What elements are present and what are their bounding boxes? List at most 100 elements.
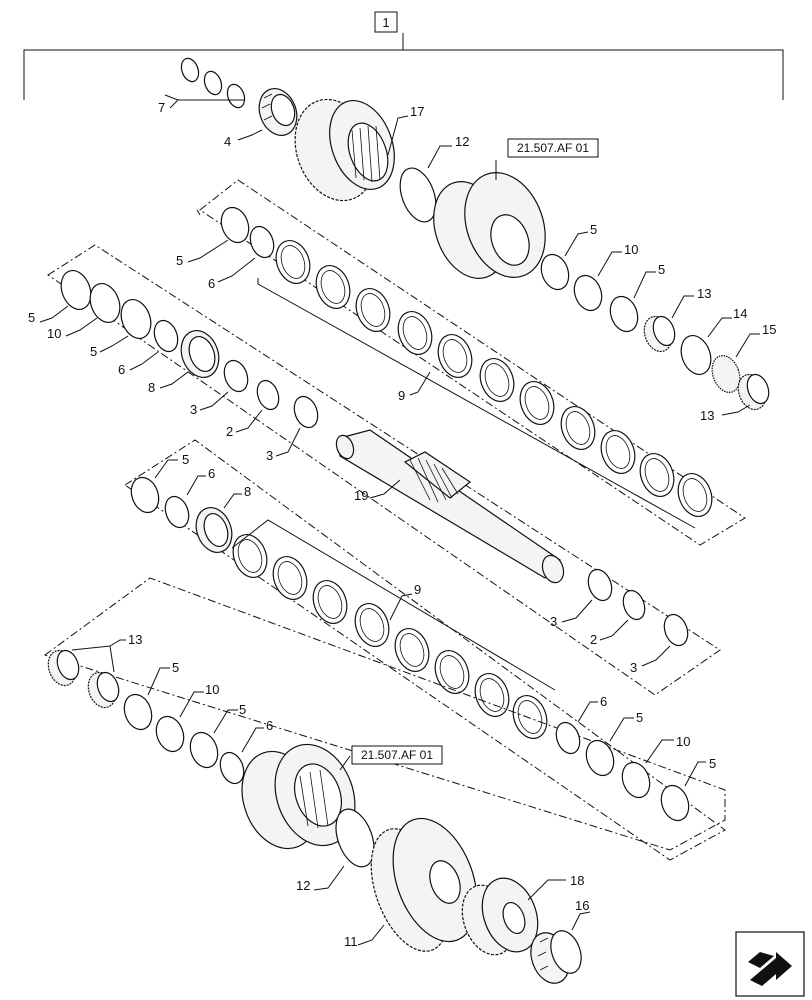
reference-link-top[interactable]: 21.507.AF 01 (517, 141, 589, 155)
washer-14 (680, 335, 712, 375)
callout-12-top: 12 (455, 134, 469, 149)
large-gear-11 (370, 817, 478, 952)
ring-5-bottom-b (189, 731, 219, 769)
callout-6-upper-left: 6 (208, 276, 215, 291)
callout-13-upper-b: 13 (700, 408, 714, 423)
callout-13-lower: 13 (128, 632, 142, 647)
ring-5-upper-right-b (609, 295, 639, 333)
thrust-bearing-15 (711, 355, 741, 393)
ring-6-lower-right (555, 721, 581, 755)
callout-5-bottom-b: 5 (239, 702, 246, 717)
snap-ring-3-lower-a (587, 568, 613, 602)
needle-bearing-13-lower-a (47, 649, 80, 687)
callout-8-upper: 8 (148, 380, 155, 395)
main-shaft-19 (335, 429, 565, 584)
callout-5-middle-a: 5 (28, 310, 35, 325)
ring-5-upper-right-a (540, 253, 570, 291)
snap-ring-12-bottom (335, 808, 375, 868)
clutch-drum-top (433, 172, 546, 280)
callout-10-lower-right: 10 (676, 734, 690, 749)
reference-link-bottom[interactable]: 21.507.AF 01 (361, 748, 433, 762)
ring-5-lower-right-b (660, 784, 690, 822)
clutch-gear-17 (294, 98, 395, 202)
callout-5-lower-right-b: 5 (709, 756, 716, 771)
callout-4: 4 (224, 134, 231, 149)
assembly-label-box (374, 11, 398, 33)
callout-7: 7 (158, 100, 165, 115)
snap-ring-3-upper-a (223, 359, 249, 393)
callout-6-lower-a: 6 (208, 466, 215, 481)
callout-5-upper-right-b: 5 (658, 262, 665, 277)
ring-10-middle (89, 283, 121, 323)
callout-6-lower-right: 6 (600, 694, 607, 709)
ring-6-middle (153, 319, 179, 353)
ring-10-bottom (155, 715, 185, 753)
assembly-bracket: 1 (23, 11, 784, 100)
ring-2-lower (622, 589, 646, 621)
callout-3-upper-a: 3 (190, 402, 197, 417)
ring-5-upper-left (220, 206, 250, 244)
callout-10-bottom: 10 (205, 682, 219, 697)
reference-box-top[interactable] (507, 138, 599, 158)
callout-3-upper-b: 3 (266, 448, 273, 463)
callout-13-upper-a: 13 (697, 286, 711, 301)
package-outline-lower (124, 439, 726, 861)
ring-5-middle-b (120, 299, 152, 339)
needle-bearing-13-upper-a (643, 315, 676, 353)
assembly-label: 1 (382, 15, 389, 30)
callout-6-middle: 6 (118, 362, 125, 377)
package-outline-middle (47, 244, 721, 696)
pressure-plate-8-lower (195, 507, 233, 553)
callout-5-lower-a: 5 (182, 452, 189, 467)
ring-5-bottom-a (123, 693, 153, 731)
callout-10-upper: 10 (624, 242, 638, 257)
callout-16: 16 (575, 898, 589, 913)
ring-5-lower-right-a (585, 739, 615, 777)
snap-ring-3-upper-b (293, 395, 319, 429)
ring-6-lower-a (164, 495, 190, 529)
callout-5-lower-right-a: 5 (636, 710, 643, 725)
friction-plates-9-upper (275, 240, 713, 517)
callout-2-upper: 2 (226, 424, 233, 439)
ring-10-lower-right (621, 761, 651, 799)
snap-ring-12-top (399, 167, 437, 223)
callout-18: 18 (570, 873, 584, 888)
ring-6-upper-left (249, 225, 275, 259)
pressure-plate-8-upper (180, 330, 220, 378)
callout-11: 11 (344, 934, 358, 949)
callout-6-bottom: 6 (266, 718, 273, 733)
tapered-bearing-4 (258, 88, 298, 136)
ring-5-lower-a (130, 476, 160, 514)
friction-plates-9-lower (232, 534, 548, 739)
callout-5-upper-right-a: 5 (590, 222, 597, 237)
ring-2-upper (256, 379, 280, 411)
callout-9-lower: 9 (414, 582, 421, 597)
needle-bearing-13-lower-b (87, 671, 120, 709)
small-gear-18 (461, 877, 539, 956)
package-outline-upper (199, 179, 746, 546)
snap-rings-7 (164, 57, 246, 109)
ring-5-middle-a (60, 270, 92, 310)
callout-12-bottom: 12 (296, 878, 310, 893)
callout-5-bottom-a: 5 (172, 660, 179, 675)
callout-8-lower: 8 (244, 484, 251, 499)
package-outline-bottom (43, 577, 726, 851)
callout-17: 17 (410, 104, 424, 119)
callout-3-lower-b: 3 (630, 660, 637, 675)
tapered-bearing-16 (530, 930, 582, 984)
callout-3-lower-a: 3 (550, 614, 557, 629)
needle-bearing-13-upper-b (737, 373, 770, 411)
snap-ring-3-lower-b (663, 613, 689, 647)
clutch-drum-bottom (241, 743, 356, 850)
callout-5-middle-b: 5 (90, 344, 97, 359)
callout-14: 14 (733, 306, 747, 321)
callout-2-lower: 2 (590, 632, 597, 647)
callout-9-upper: 9 (398, 388, 405, 403)
next-page-arrow-icon[interactable] (735, 931, 805, 997)
callout-5-upper-left: 5 (176, 253, 183, 268)
ring-10-upper (573, 274, 603, 312)
reference-box-bottom[interactable] (351, 745, 443, 765)
callout-15: 15 (762, 322, 776, 337)
callout-19: 19 (354, 488, 368, 503)
